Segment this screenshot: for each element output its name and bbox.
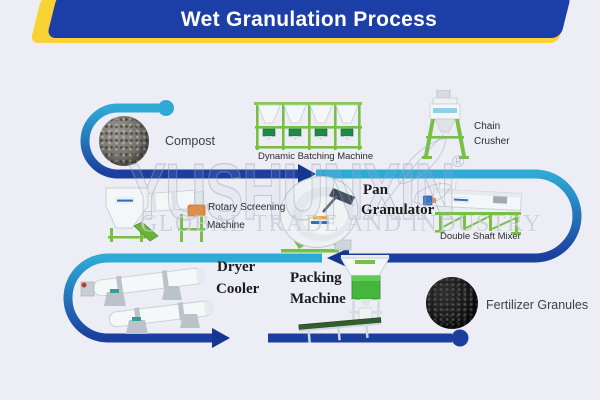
pan-granulator-image bbox=[279, 176, 359, 253]
page-title: Wet Granulation Process bbox=[180, 8, 438, 31]
compost-image bbox=[99, 116, 149, 166]
compost-label: Compost bbox=[165, 134, 216, 148]
flow-arrow-right-2 bbox=[212, 328, 230, 348]
pan-granulator-label-line2: Granulator bbox=[361, 202, 435, 218]
pan-granulator-label-line1: Pan bbox=[363, 182, 389, 198]
dryer-label: Dryer bbox=[217, 259, 256, 275]
dynamic-batching-machine-image bbox=[254, 102, 362, 150]
chain-crusher-label-line2: Crusher bbox=[474, 136, 510, 147]
rotary-screening-machine-image bbox=[105, 187, 206, 242]
chain-crusher-image bbox=[422, 90, 469, 159]
fertilizer-granules-image bbox=[426, 277, 478, 329]
flow-arrow-right-1 bbox=[298, 164, 316, 184]
packing-machine-image bbox=[298, 255, 390, 343]
cooler-label: Cooler bbox=[216, 281, 260, 297]
double-shaft-mixer-label: Double Shaft Mixer bbox=[440, 231, 521, 242]
flow-end-dot bbox=[451, 329, 469, 347]
dynamic-batching-machine-label: Dynamic Batching Machine bbox=[258, 151, 374, 162]
fertilizer-granules-label: Fertilizer Granules bbox=[486, 298, 589, 312]
packing-machine-label-line1: Packing bbox=[290, 270, 342, 286]
packing-machine-label-line2: Machine bbox=[290, 291, 346, 307]
dryer-cooler-image bbox=[80, 267, 214, 334]
rotary-screening-label-line2: Machine bbox=[207, 220, 245, 231]
double-shaft-mixer-image bbox=[423, 181, 522, 235]
rotary-screening-label-line1: Rotary Screening bbox=[208, 202, 286, 213]
chain-crusher-label-line1: Chain bbox=[474, 121, 501, 132]
